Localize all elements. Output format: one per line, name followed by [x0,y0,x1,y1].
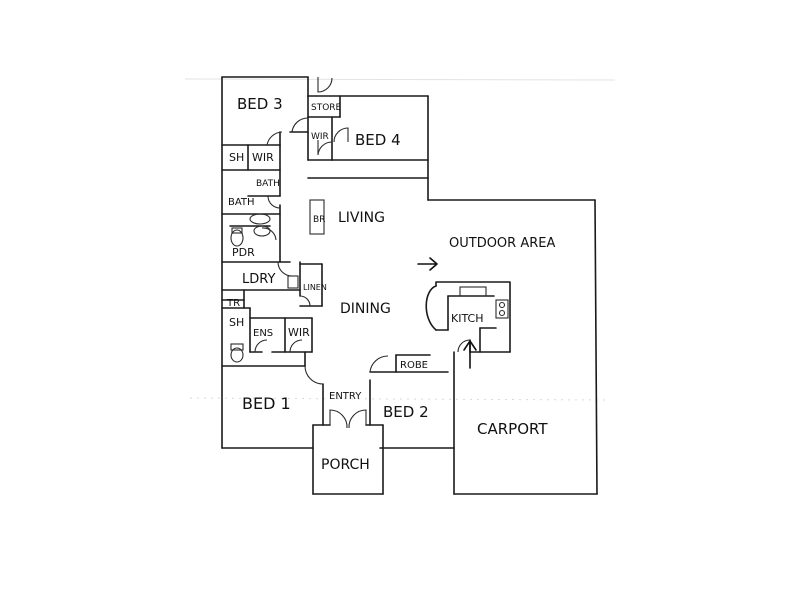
ensuite-fixtures [230,343,244,363]
label-sh-top: SH [229,151,244,164]
label-entry: ENTRY [329,391,362,402]
sink-icon [459,286,487,297]
label-tr: TR [226,298,240,309]
door-swing-ens [254,339,268,353]
entry-door-left [329,409,348,429]
room-labels: BED 3 STORE WIR BED 4 SH WIR BATH BATH P… [226,95,555,473]
bath-fixtures [230,213,271,247]
door-swing-linen [299,295,311,307]
cooktop-icon [495,299,509,319]
label-wir-top: WIR [311,132,329,142]
ensuite-walls [221,289,313,367]
door-swing-wir-bed1 [289,339,303,353]
basin-icon [253,225,271,237]
label-wir-bath: WIR [252,151,274,164]
door-swing-ldry [277,261,293,277]
scan-line [184,78,616,81]
door-swing-bed3 [266,131,283,146]
arrow-carport-icon [463,340,477,369]
label-robe: ROBE [400,360,428,371]
door-swing-pdr [261,227,277,241]
door-swing-bed1 [304,365,324,385]
basin-icon [249,213,271,225]
laundry-walls [221,261,323,307]
label-carport: CARPORT [477,420,548,438]
label-br: BR [313,215,325,225]
label-kitch: KITCH [451,312,483,325]
outer-walls [221,76,598,495]
label-sh-ens: SH [229,316,244,329]
label-bed2: BED 2 [383,403,429,421]
entry-door-right [348,409,367,429]
label-store: STORE [311,103,342,113]
label-bath: BATH [228,197,255,208]
label-porch: PORCH [321,457,370,473]
label-linen: LINEN [303,283,327,292]
door-swing-wir [317,140,333,156]
toilet-icon [230,347,244,363]
bath-wing-walls [221,144,291,263]
north-wing-walls [221,95,429,179]
arrow-outdoor-icon [417,257,438,271]
door-swing-bath [267,195,281,209]
label-dining: DINING [340,301,391,317]
toilet-icon [230,229,244,247]
label-living: LIVING [338,210,385,226]
label-ens: ENS [253,328,273,339]
label-bed4: BED 4 [355,131,401,149]
label-bed1: BED 1 [242,394,291,413]
label-wir-bed1: WIR [288,326,310,339]
door-swing-kitchen [457,339,471,353]
door-swing-bed4 [333,127,349,143]
label-bath-small: BATH [256,179,280,189]
door-swing-hall [291,117,309,133]
entry-walls [322,354,449,426]
label-bed3: BED 3 [237,95,283,113]
door-swing-store [317,77,333,93]
breakfast-bar [309,199,325,235]
door-swing-bed2 [369,355,389,373]
label-pdr: PDR [232,246,255,259]
label-ldry: LDRY [242,272,275,287]
kitchen-walls [425,281,511,353]
label-outdoor: OUTDOOR AREA [449,236,555,251]
